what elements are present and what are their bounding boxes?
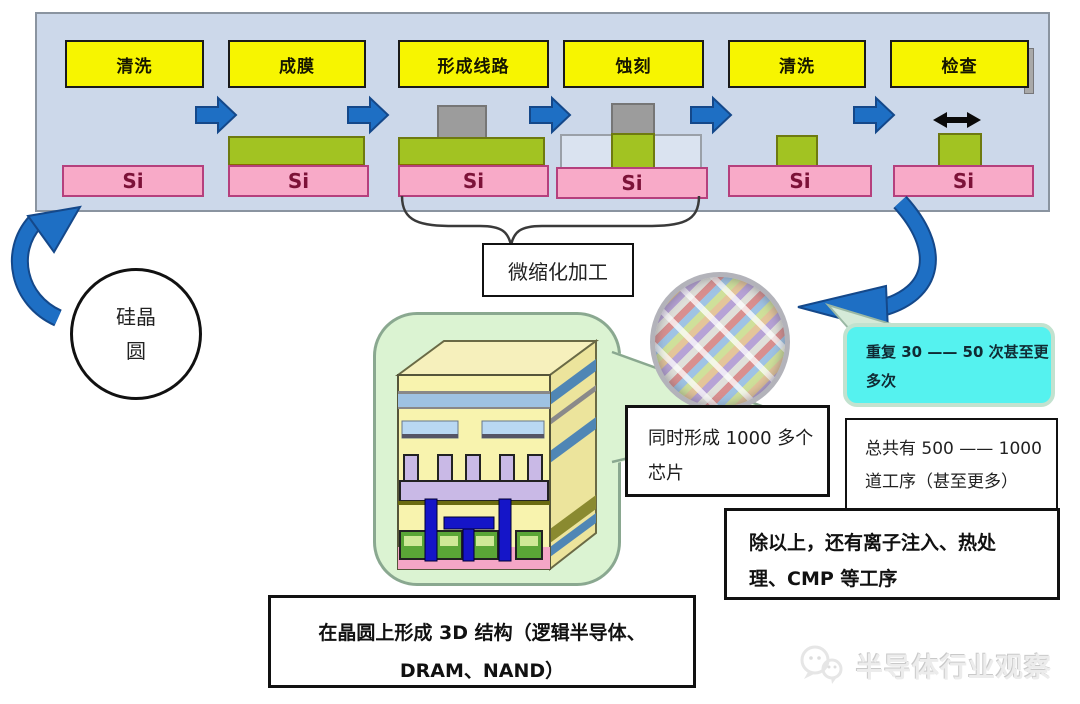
silicon-wafer-circle: 硅晶 圆 [70, 268, 202, 400]
film-pillar-step5 [776, 135, 818, 169]
total-steps-box: 总共有 500 —— 1000 道工序（甚至更多） [845, 418, 1058, 510]
additional-processes-line1: 除以上，还有离子注入、热处 [749, 532, 997, 554]
3d-chip-structure [394, 339, 600, 572]
patterned-wafer-image [650, 272, 790, 412]
film-layer-step3 [398, 137, 545, 167]
repeat-callout-line2: 多次 [866, 371, 897, 390]
total-steps-line2: 道工序（甚至更多） [865, 472, 1018, 493]
si-substrate-6: Si [893, 165, 1034, 197]
si-label: Si [789, 169, 811, 193]
si-substrate-4: Si [556, 167, 708, 199]
step-label-text: 蚀刻 [615, 56, 652, 77]
chips-callout-line2: 芯片 [648, 463, 684, 485]
step-label-pattern: 形成线路 [398, 40, 549, 88]
additional-processes-box: 除以上，还有离子注入、热处 理、CMP 等工序 [724, 508, 1060, 600]
step-label-clean-2: 清洗 [728, 40, 866, 88]
step-label-text: 清洗 [116, 56, 153, 77]
total-steps-line1: 总共有 500 —— 1000 [865, 439, 1042, 459]
si-label: Si [462, 169, 485, 193]
step-label-film: 成膜 [228, 40, 366, 88]
step-label-text: 成膜 [279, 56, 315, 77]
miniaturization-box: 微缩化加工 [482, 243, 634, 297]
additional-processes-line2: 理、CMP 等工序 [749, 568, 898, 591]
silicon-wafer-label-line2: 圆 [126, 339, 146, 363]
mask-block-step4 [611, 103, 655, 138]
step-label-text: 检查 [941, 56, 978, 77]
silicon-wafer-label-line1: 硅晶 [116, 305, 156, 329]
step-label-text: 清洗 [779, 56, 815, 77]
si-substrate-2: Si [228, 165, 369, 197]
repeat-callout-line1: 重复 30 —— 50 次甚至更 [866, 343, 1049, 361]
film-pillar-step6 [938, 133, 982, 169]
film-pillar-step4 [611, 133, 655, 169]
cycle-arrow-right-icon [797, 195, 937, 333]
step-label-text: 形成线路 [437, 56, 510, 77]
si-substrate-1: Si [62, 165, 204, 197]
si-label: Si [287, 169, 310, 193]
si-substrate-3: Si [398, 165, 549, 197]
si-label: Si [122, 169, 144, 193]
structure-caption-line1: 在晶圆上形成 3D 结构（逻辑半导体、 [318, 622, 646, 644]
mask-block-step3 [437, 105, 487, 141]
step-label-etch: 蚀刻 [563, 40, 704, 88]
si-label: Si [621, 171, 643, 195]
wechat-icon [800, 645, 843, 684]
repeat-callout-bubble: 重复 30 —— 50 次甚至更 多次 [843, 323, 1055, 407]
miniaturization-label: 微缩化加工 [508, 259, 608, 284]
chips-callout-line1: 同时形成 1000 多个 [648, 428, 814, 449]
film-layer-step2 [228, 136, 365, 167]
step-label-clean-1: 清洗 [65, 40, 204, 88]
structure-caption-line2: DRAM、NAND） [399, 660, 565, 682]
watermark-text: 半导体行业观察 [856, 652, 1052, 684]
structure-caption-box: 在晶圆上形成 3D 结构（逻辑半导体、 DRAM、NAND） [268, 595, 696, 688]
si-label: Si [952, 169, 975, 193]
step-label-inspect: 检查 [890, 40, 1029, 88]
watermark: 半导体行业观察 [798, 636, 1070, 694]
chips-callout-box: 同时形成 1000 多个 芯片 [625, 405, 830, 497]
structure-bubble [373, 312, 621, 586]
si-substrate-5: Si [728, 165, 872, 197]
cycle-arrow-left-icon [11, 205, 82, 327]
